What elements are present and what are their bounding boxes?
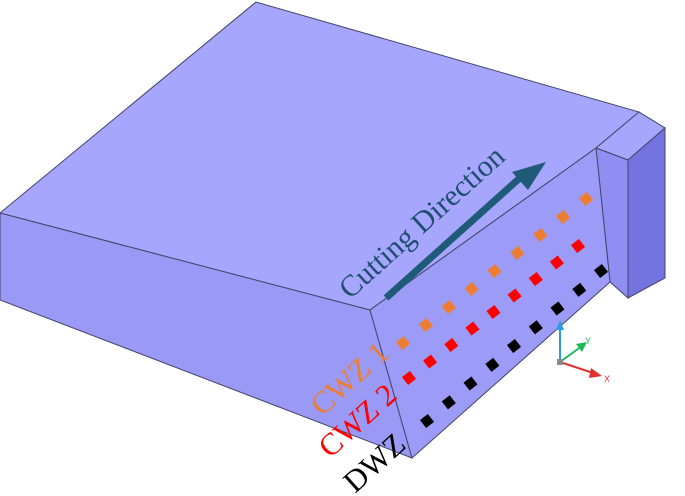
zone-marker-dwz <box>506 338 522 354</box>
zone-markers <box>395 191 609 429</box>
zone-marker-cwz1 <box>533 227 548 243</box>
chip-side-face <box>627 126 666 299</box>
zone-marker-cwz1 <box>556 209 571 225</box>
zone-marker-dwz <box>550 301 565 316</box>
zone-marker-dwz <box>485 357 500 372</box>
cut-face <box>369 147 611 459</box>
zone-marker-dwz <box>528 320 543 335</box>
zone-marker-cwz2 <box>486 304 501 320</box>
zone-marker-cwz2 <box>528 271 543 287</box>
zone-marker-cwz1 <box>510 245 525 261</box>
zone-marker-cwz2 <box>465 321 480 336</box>
zone-marker-cwz1 <box>418 317 433 333</box>
cutting-direction-arrow <box>383 162 546 301</box>
y-axis-arrow-icon <box>576 342 587 352</box>
zone-marker-dwz <box>593 263 609 279</box>
zone-marker-cwz1 <box>441 299 456 315</box>
zone-marker-cwz2 <box>401 370 417 386</box>
zone-marker-dwz <box>419 413 435 429</box>
zone-marker-cwz2 <box>549 255 564 270</box>
zone-marker-cwz1 <box>487 263 502 279</box>
zone-marker-cwz2 <box>570 238 586 254</box>
zone-marker-cwz1 <box>395 335 411 351</box>
zone-marker-cwz2 <box>507 288 522 303</box>
y-axis-label: Y <box>585 336 591 346</box>
x-axis-arrow-icon <box>589 368 602 378</box>
axis-triad: Y X <box>556 320 610 384</box>
zone-marker-dwz <box>463 376 478 391</box>
x-axis-label: X <box>604 374 610 384</box>
zone-marker-cwz2 <box>423 354 438 369</box>
zone-marker-cwz2 <box>444 337 459 353</box>
zone-marker-dwz <box>441 395 456 410</box>
zone-marker-dwz <box>572 282 587 297</box>
zone-marker-cwz1 <box>464 281 479 297</box>
zone-marker-cwz1 <box>578 191 594 207</box>
